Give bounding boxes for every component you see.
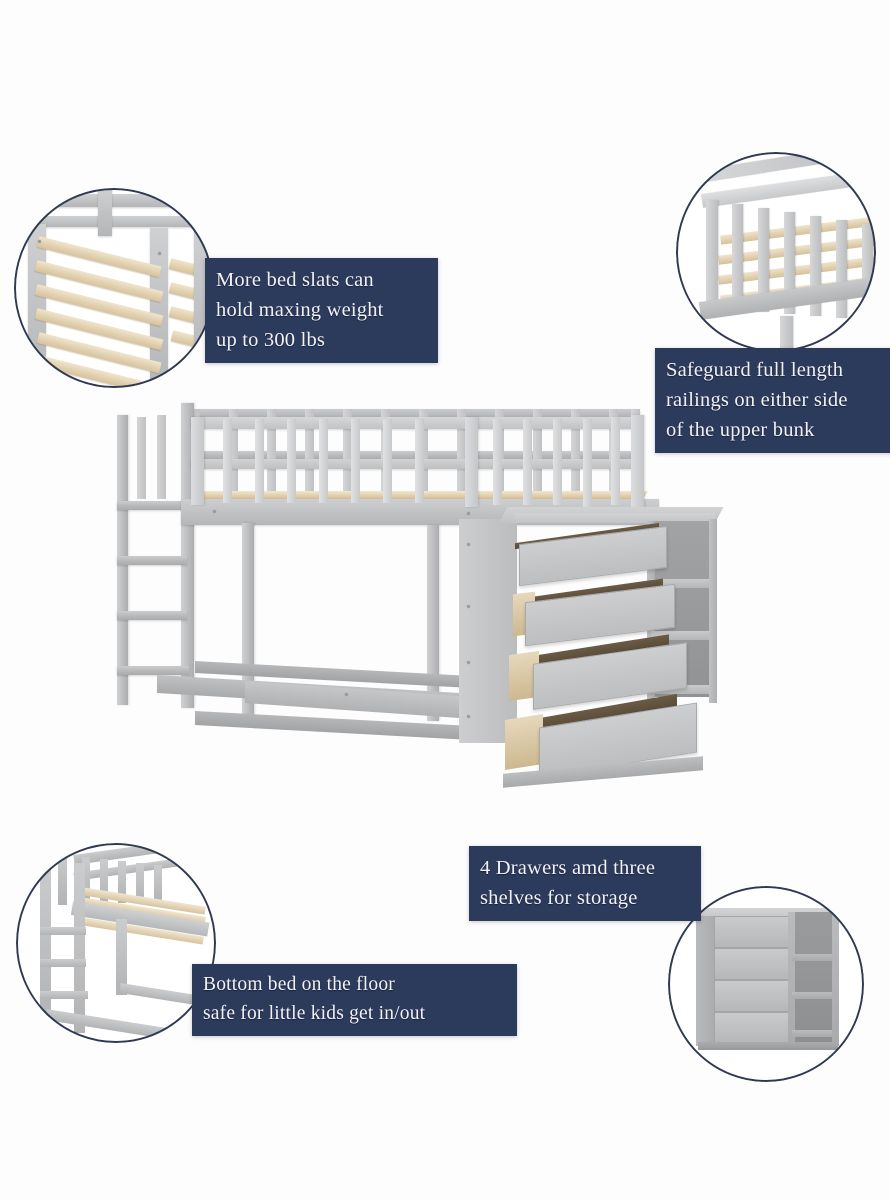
callout-bed-slats: More bed slats can hold maxing weight up… bbox=[205, 258, 438, 364]
callout-drawers-shelves: 4 Drawers amd three shelves for storage bbox=[469, 846, 701, 922]
inset-guard-railing bbox=[676, 152, 876, 352]
callout-guard-railings: Safeguard full length railings on either… bbox=[655, 348, 890, 454]
main-product-image bbox=[95, 393, 755, 838]
callout-low-bottom-bed: Bottom bed on the floor safe for little … bbox=[192, 964, 517, 1037]
inset-low-bunk-ladder bbox=[16, 843, 216, 1043]
inset-drawer-chest bbox=[668, 886, 864, 1082]
inset-bed-slats bbox=[14, 188, 214, 388]
